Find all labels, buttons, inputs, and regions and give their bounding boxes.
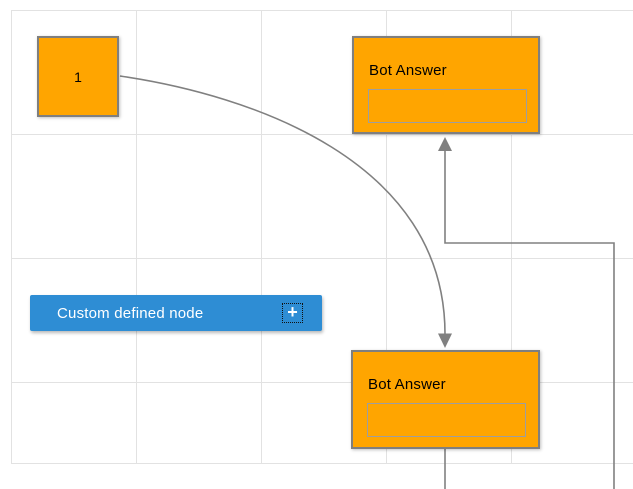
bot-answer-bottom-input[interactable] bbox=[367, 403, 526, 437]
bot-answer-top-input[interactable] bbox=[368, 89, 527, 123]
node-bot-answer-top[interactable]: Bot Answer bbox=[352, 36, 540, 134]
node-start-label: 1 bbox=[74, 68, 82, 85]
arrowhead-down-icon bbox=[438, 333, 452, 348]
node-bot-answer-bottom[interactable]: Bot Answer bbox=[351, 350, 540, 449]
add-node-button[interactable]: + bbox=[282, 303, 303, 323]
arrowhead-up-icon bbox=[438, 137, 452, 151]
custom-node-label: Custom defined node bbox=[57, 304, 204, 322]
node-custom-defined[interactable]: Custom defined node + bbox=[30, 295, 322, 331]
orthogonal-connector[interactable] bbox=[444, 151, 615, 489]
bot-answer-bottom-title: Bot Answer bbox=[368, 376, 446, 393]
bot-answer-top-title: Bot Answer bbox=[369, 62, 447, 79]
node-start[interactable]: 1 bbox=[37, 36, 119, 117]
add-icon: + bbox=[287, 302, 298, 322]
curved-connector[interactable] bbox=[119, 75, 446, 335]
